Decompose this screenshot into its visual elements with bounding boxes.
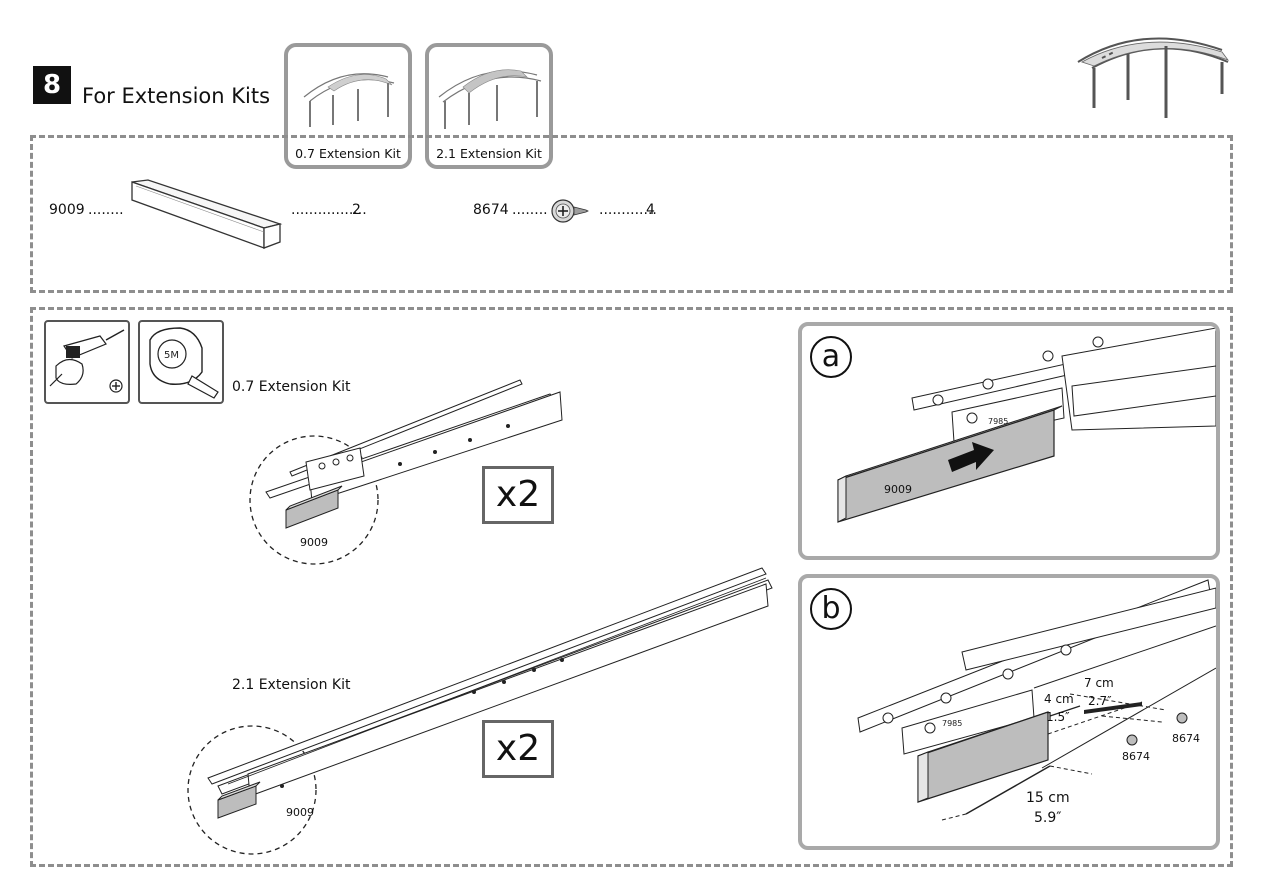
carport-2-1-icon [438,69,542,129]
tape-measure-card: 5M [138,320,224,404]
multiplier-07: x2 [482,466,554,524]
screw-icon [551,199,589,223]
rectangular-tube-icon [131,179,283,249]
kit-caption-0-7: 0.7 Extension Kit [295,146,401,161]
assembly-box [30,307,1233,867]
tape-measure-label: 5M [164,350,179,361]
dim-4cm: 4 cm [1044,692,1074,706]
drill-tool-card [44,320,130,404]
drill-icon [49,329,125,393]
panel-b-letter: b [810,588,852,630]
screw-label-2: 8674 [1172,732,1200,745]
screw-label-1: 8674 [1122,750,1150,763]
part-qty-leader-9009: ................. [291,202,367,218]
step-number-badge: 8 [33,66,71,104]
part-leader-9009: ........ [88,202,124,218]
kit-card-2-1: 2.1 Extension Kit [425,43,553,169]
panel-a-letter: a [810,336,852,378]
detail-a-illustration: 7985 9009 [837,327,1216,523]
kit-07-part-label: 9009 [300,536,328,549]
dim-2-7in: 2.7″ [1088,694,1112,708]
detail-panel-a: 7985 9009 a [798,322,1220,560]
carport-overview-icon [1077,37,1230,118]
dim-1-5in: 1.5″ [1046,710,1070,724]
parts-box [30,135,1233,293]
detail-panel-b: 7985 b 4 cm 1.5″ 7 cm 2.7″ 8674 8674 15 … [798,574,1220,850]
detail-b-illustration: 7985 [857,579,1216,821]
panel-a-stamp: 7985 [988,417,1008,426]
kit-21-part-label: 9009 [286,806,314,819]
tape-measure-icon: 5M [149,327,219,399]
dim-5-9in: 5.9″ [1034,810,1062,826]
multiplier-21: x2 [482,720,554,778]
part-qty-9009: 2 [352,202,361,218]
part-qty-leader-8674: ............. [599,202,657,218]
panel-a-part-label: 9009 [884,483,912,496]
kit-caption-2-1: 2.1 Extension Kit [436,146,542,161]
kit-07-label: 0.7 Extension Kit [232,379,351,395]
rail-07-illustration: 9009 [249,379,563,565]
step-title: For Extension Kits [82,84,271,108]
rail-21-illustration: 9009 [187,567,773,855]
dim-15cm: 15 cm [1026,790,1070,806]
kit-21-label: 2.1 Extension Kit [232,677,351,693]
kit-card-0-7: 0.7 Extension Kit [284,43,412,169]
dim-7cm: 7 cm [1084,676,1114,690]
panel-b-stamp: 7985 [942,719,962,728]
part-code-8674: 8674 [473,202,509,218]
part-code-9009: 9009 [49,202,85,218]
part-leader-8674: ........ [512,202,548,218]
carport-0-7-icon [303,73,395,127]
part-qty-8674: 4 [646,202,655,218]
